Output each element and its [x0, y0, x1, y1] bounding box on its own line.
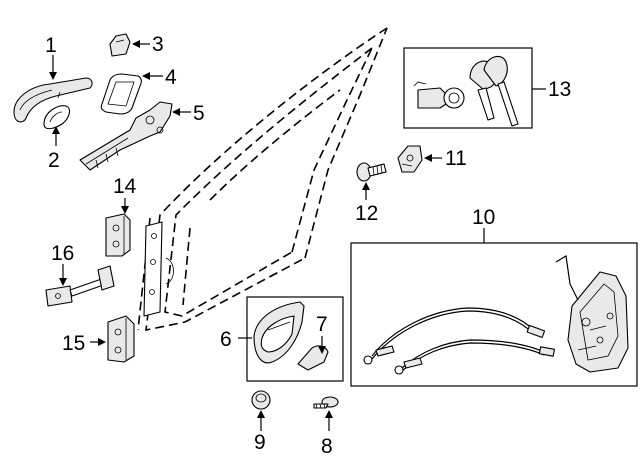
callout-10: 10 [472, 206, 495, 229]
callout-4: 4 [165, 66, 177, 89]
grommet-part [251, 390, 271, 410]
callout-13: 13 [548, 78, 571, 101]
handle-frame-part [79, 101, 173, 171]
lock-cables-part [363, 307, 555, 375]
door-outline [137, 27, 388, 332]
keys-part [469, 55, 519, 127]
striker-part [397, 145, 423, 173]
callout-16: 16 [51, 242, 74, 265]
lock-cylinder-cap-part [109, 33, 131, 57]
lock-cylinder-part [413, 81, 465, 109]
door-hinge-pillar [143, 221, 174, 317]
handle-gasket-part [43, 105, 71, 130]
callout-labels: 1 2 3 4 5 6 7 8 9 10 11 12 13 14 15 16 [45, 33, 571, 458]
callout-14: 14 [113, 175, 137, 198]
callout-3: 3 [152, 33, 164, 56]
inside-handle-part [253, 301, 305, 364]
upper-hinge-part [105, 213, 131, 257]
callout-2: 2 [48, 149, 60, 172]
callout-8: 8 [321, 435, 333, 458]
outside-handle-part [13, 77, 93, 123]
callout-6: 6 [220, 328, 232, 351]
leader-lines [49, 40, 546, 431]
handle-pad-part [100, 73, 142, 115]
lower-hinge-part [107, 315, 135, 363]
striker-screw-part [356, 162, 387, 182]
callout-9: 9 [254, 431, 266, 454]
callout-11: 11 [445, 147, 467, 170]
callout-7: 7 [316, 313, 328, 336]
callout-12: 12 [355, 202, 378, 225]
callout-1: 1 [45, 34, 57, 57]
door-latch-part [555, 255, 629, 373]
screw-part [313, 396, 339, 409]
callout-15: 15 [62, 332, 85, 355]
callout-5: 5 [193, 102, 205, 125]
door-check-part [45, 265, 115, 307]
